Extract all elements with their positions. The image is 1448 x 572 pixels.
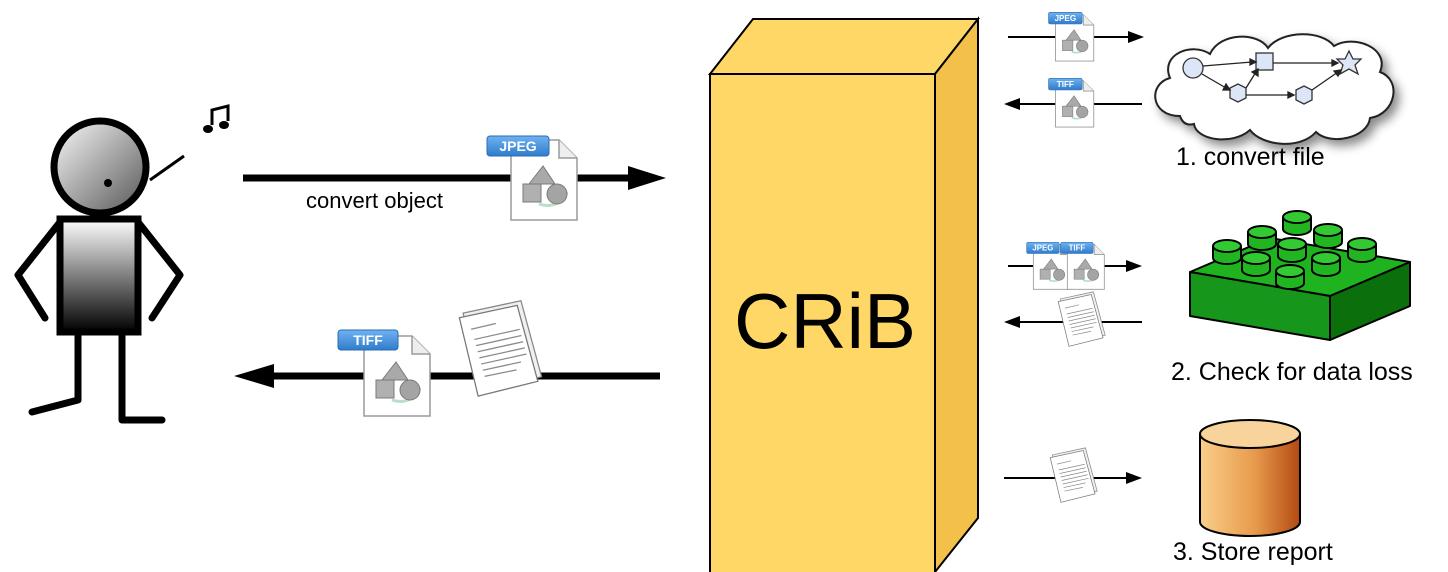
step-1-jpeg-badge-label: JPEG [1055,14,1077,23]
step-2-tiff-badge-label: TIFF [1069,244,1086,253]
jpeg-badge-label: JPEG [499,138,536,154]
step-2-jpeg-badge-label: JPEG [1032,244,1053,253]
step-1-jpeg-file-icon: JPEG [1048,12,1095,62]
step-3-label: 3. Store report [1173,538,1333,566]
response-arrowhead [234,364,274,388]
tiff-file-icon: TIFF [337,329,432,418]
music-note-icon [203,104,230,133]
crib-box-label: CRiB [734,277,917,365]
step-1-label: 1. convert file [1176,143,1325,171]
request-arrowhead [628,166,666,190]
step-2-jpeg-file-icon: JPEG [1026,241,1072,291]
step-2-tiff-file-icon: TIFF [1060,241,1106,291]
step-1-tiff-file-icon: TIFF [1048,78,1095,128]
database-icon [1199,419,1301,537]
step-2-label: 2. Check for data loss [1171,358,1413,386]
crib-box [707,16,981,572]
step-1-tiff-badge-label: TIFF [1057,80,1074,89]
lego-brick-icon [1189,210,1411,341]
request-edge-label: convert object [306,188,443,213]
workflow-cloud-icon [1154,33,1395,145]
step-3-report-document-icon [1049,446,1099,504]
stick-figure-icon [14,117,185,424]
report-document-icon [457,298,544,398]
jpeg-file-icon: JPEG [486,135,579,222]
tiff-badge-label: TIFF [353,332,383,348]
step-2-report-document-icon [1057,290,1107,348]
